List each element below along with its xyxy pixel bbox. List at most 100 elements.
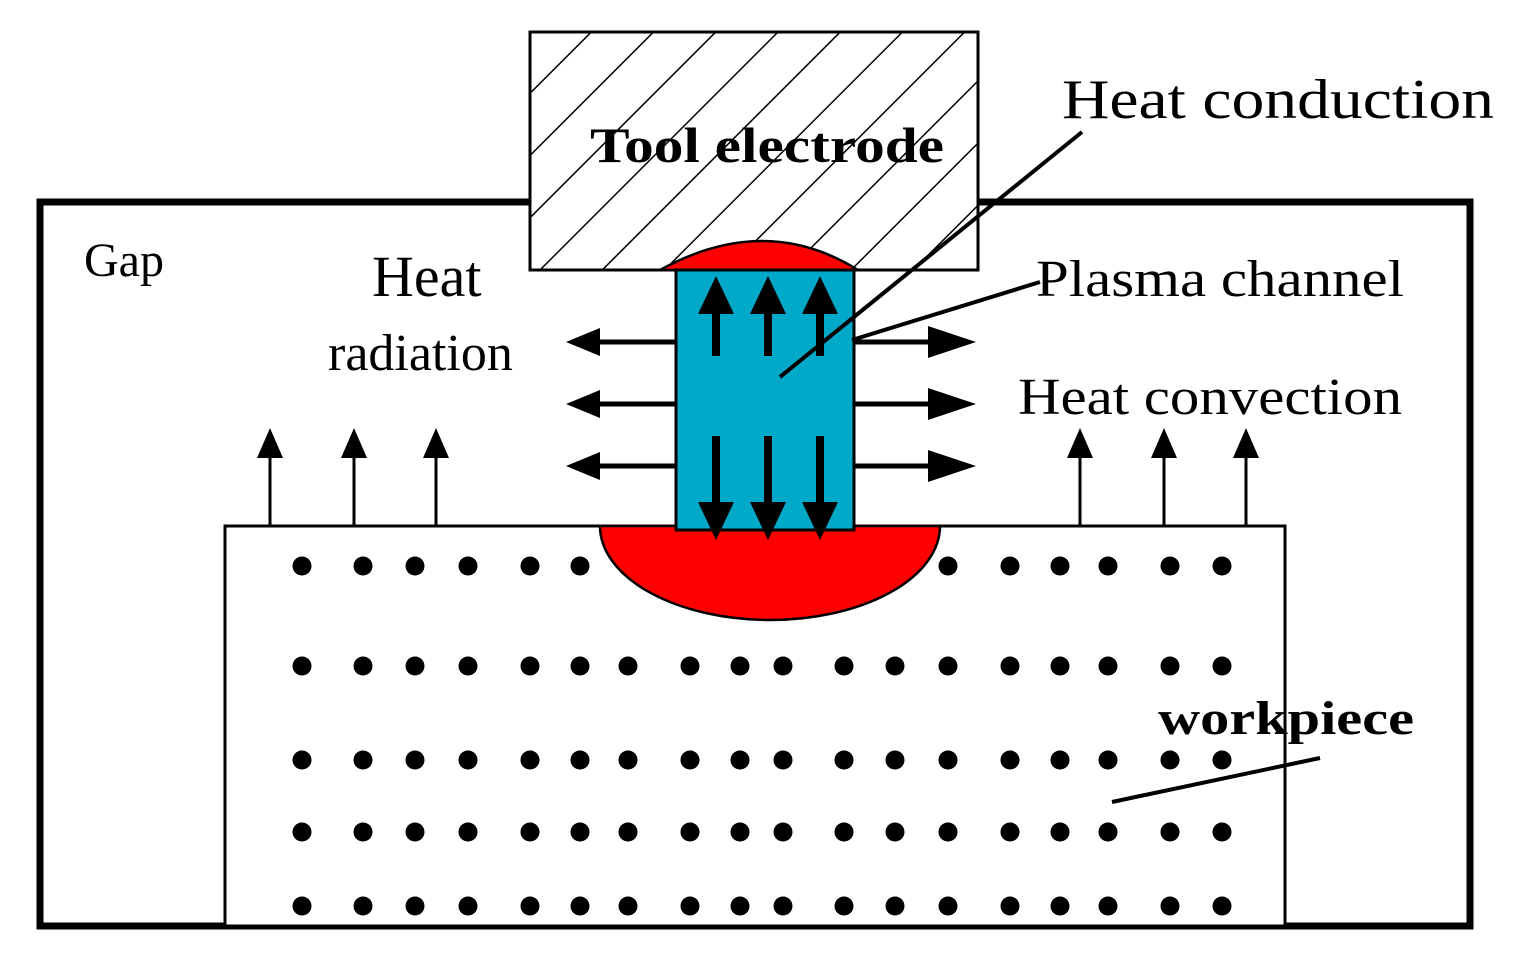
- heat-radiation-label-line2: radiation: [328, 325, 513, 382]
- heat-radiation-arrow-left: [566, 390, 676, 418]
- workpiece-dot: [292, 750, 312, 770]
- workpiece-dot: [618, 822, 638, 842]
- heat-convection-arrow: [1067, 428, 1093, 526]
- workpiece-dot: [680, 896, 700, 916]
- heat-conduction-leader: [778, 130, 1084, 379]
- workpiece-dot: [680, 822, 700, 842]
- workpiece-dot: [730, 896, 750, 916]
- plasma-channel-leader: [851, 280, 1041, 342]
- workpiece-dot: [773, 656, 793, 676]
- heat-radiation-arrow-left: [566, 452, 676, 480]
- heat-convection-arrow: [257, 428, 283, 526]
- workpiece-dot: [938, 656, 958, 676]
- workpiece-dot: [570, 556, 590, 576]
- workpiece-dot: [1160, 822, 1180, 842]
- workpiece-dot: [1160, 656, 1180, 676]
- workpiece-dot: [570, 896, 590, 916]
- workpiece-label: workpiece: [1158, 692, 1414, 745]
- heat-radiation-arrow-right: [854, 450, 976, 482]
- heat-flow-arrows: [257, 276, 1259, 540]
- molten-pool-electrode: [659, 239, 863, 272]
- heat-convection-arrow: [423, 428, 449, 526]
- workpiece-dot: [520, 896, 540, 916]
- heat-conduction-arrow-up: [750, 276, 786, 356]
- workpiece-dot: [1098, 556, 1118, 576]
- workpiece-dot: [618, 656, 638, 676]
- workpiece-dot: [1160, 896, 1180, 916]
- workpiece-dot: [353, 556, 373, 576]
- workpiece-dot: [1212, 656, 1232, 676]
- workpiece-dot: [1050, 822, 1070, 842]
- workpiece-dot: [353, 750, 373, 770]
- workpiece-dot: [405, 750, 425, 770]
- workpiece-dot: [353, 896, 373, 916]
- workpiece-dot: [520, 556, 540, 576]
- heat-radiation-label-line1: Heat: [372, 244, 482, 309]
- workpiece-dot: [1098, 896, 1118, 916]
- workpiece-dot: [292, 822, 312, 842]
- workpiece-dot: [353, 656, 373, 676]
- heat-convection-arrow: [1151, 428, 1177, 526]
- heat-conduction-arrow-up: [698, 276, 734, 356]
- workpiece-dot: [1212, 556, 1232, 576]
- heat-radiation-arrow-left: [566, 328, 676, 356]
- workpiece-dot: [520, 750, 540, 770]
- workpiece-dot: [1000, 896, 1020, 916]
- workpiece-dot: [353, 822, 373, 842]
- heat-convection-label: Heat convection: [1018, 369, 1402, 426]
- workpiece-dot: [773, 822, 793, 842]
- workpiece-dot: [1160, 556, 1180, 576]
- workpiece-dot: [570, 656, 590, 676]
- workpiece-dot: [1160, 750, 1180, 770]
- heat-radiation-arrow-right: [854, 326, 976, 358]
- workpiece-dot: [570, 750, 590, 770]
- plasma-channel-label: Plasma channel: [1036, 251, 1404, 308]
- workpiece-dot: [834, 656, 854, 676]
- heat-conduction-arrow-up: [802, 276, 838, 356]
- workpiece-dot: [405, 656, 425, 676]
- workpiece-dot: [520, 822, 540, 842]
- workpiece-dot: [730, 656, 750, 676]
- heat-conduction-label: Heat conduction: [1062, 69, 1494, 131]
- workpiece-dot: [680, 656, 700, 676]
- workpiece-dot: [773, 750, 793, 770]
- heat-conduction-arrow-down: [750, 436, 786, 540]
- workpiece-dot: [1000, 822, 1020, 842]
- tool-electrode-label: Tool electrode: [590, 117, 944, 173]
- workpiece-dot: [618, 750, 638, 770]
- workpiece-dot: [834, 822, 854, 842]
- workpiece-dot: [1050, 656, 1070, 676]
- workpiece-dot: [773, 896, 793, 916]
- workpiece-dot: [1000, 750, 1020, 770]
- workpiece-dot: [885, 822, 905, 842]
- workpiece-dot: [618, 896, 638, 916]
- workpiece-dot: [292, 896, 312, 916]
- workpiece-dot: [292, 656, 312, 676]
- workpiece-dot: [570, 822, 590, 842]
- workpiece-dot: [520, 656, 540, 676]
- workpiece-dot: [1098, 750, 1118, 770]
- workpiece-dot: [680, 750, 700, 770]
- workpiece-dot: [938, 822, 958, 842]
- workpiece-dot: [885, 750, 905, 770]
- workpiece-dot: [1212, 750, 1232, 770]
- workpiece-dot: [458, 822, 478, 842]
- workpiece-dot: [1212, 822, 1232, 842]
- workpiece-dot: [1050, 750, 1070, 770]
- gap-label: Gap: [84, 234, 164, 287]
- workpiece-dot: [405, 896, 425, 916]
- workpiece-dot: [938, 556, 958, 576]
- heat-conduction-arrow-down: [698, 436, 734, 540]
- workpiece-dot: [458, 556, 478, 576]
- workpiece-dot: [458, 896, 478, 916]
- workpiece-dot: [1098, 822, 1118, 842]
- workpiece-dot: [1000, 656, 1020, 676]
- workpiece-dot: [405, 822, 425, 842]
- workpiece-dot: [458, 750, 478, 770]
- workpiece-dot: [1050, 896, 1070, 916]
- heat-conduction-arrow-down: [802, 436, 838, 540]
- workpiece-dot: [405, 556, 425, 576]
- heat-radiation-arrow-right: [854, 388, 976, 420]
- workpiece-dot: [458, 656, 478, 676]
